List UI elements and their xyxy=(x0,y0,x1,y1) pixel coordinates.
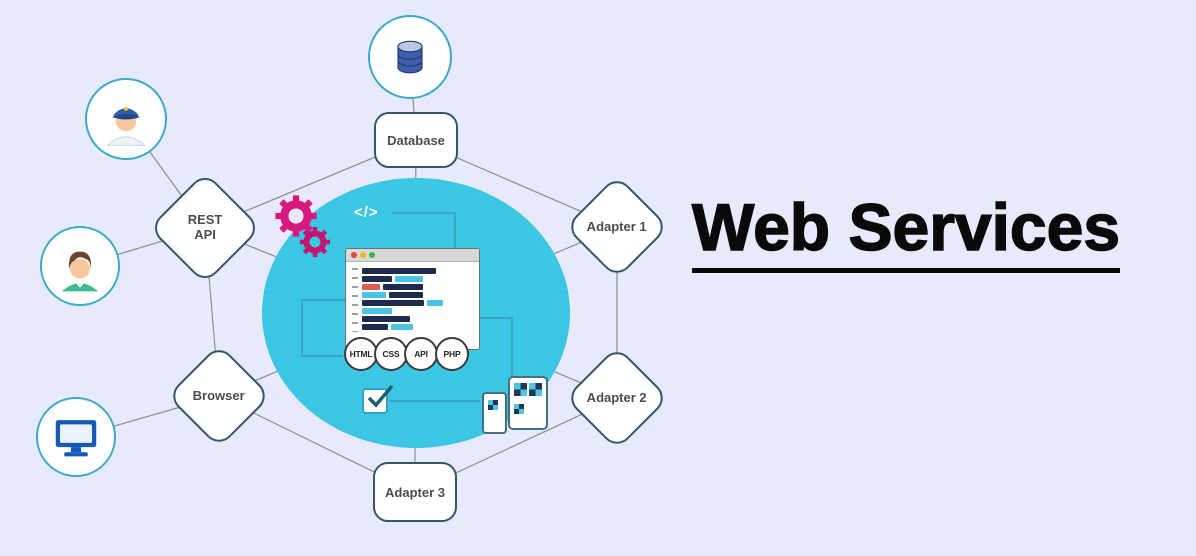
editor-body xyxy=(346,262,479,336)
node-database: Database xyxy=(374,112,458,168)
node-adapter-1-label: Adapter 1 xyxy=(587,218,647,234)
gear-icon xyxy=(275,195,317,237)
html-badge: HTML xyxy=(344,337,378,371)
user-circle xyxy=(40,226,120,306)
editor-gutter xyxy=(352,268,358,332)
html-badge-label: HTML xyxy=(349,349,373,359)
window-dot-red xyxy=(351,252,357,258)
phone-icon xyxy=(482,392,507,434)
php-badge-label: PHP xyxy=(443,349,461,359)
window-dot-yellow xyxy=(360,252,366,258)
api-badge: API xyxy=(404,337,438,371)
monitor-circle xyxy=(36,397,116,477)
php-badge: PHP xyxy=(435,337,469,371)
node-adapter-2-label: Adapter 2 xyxy=(587,389,647,405)
checkbox-icon xyxy=(362,384,394,414)
node-browser-label: Browser xyxy=(192,387,246,403)
node-database-label: Database xyxy=(387,132,445,148)
api-badge-label: API xyxy=(414,349,428,359)
gear-icon xyxy=(300,227,330,257)
page-title: Web Services xyxy=(691,191,1121,274)
css-badge-label: CSS xyxy=(382,349,400,359)
checkmark-icon xyxy=(367,384,394,408)
node-adapter-3-label: Adapter 3 xyxy=(385,484,445,500)
node-rest-api-label: REST API xyxy=(187,212,223,242)
qr-block xyxy=(488,400,498,410)
database-icon xyxy=(397,40,423,74)
person-avatar xyxy=(61,251,99,292)
code-lines xyxy=(362,266,473,332)
monitor-icon xyxy=(55,420,97,457)
gear-icon-large xyxy=(274,194,318,243)
tablet-icon xyxy=(508,376,548,430)
code-editor-window xyxy=(345,248,480,350)
window-dot-green xyxy=(369,252,375,258)
qr-block xyxy=(514,404,524,414)
code-icon: </> xyxy=(354,204,379,221)
qr-block xyxy=(529,383,542,396)
node-adapter-3: Adapter 3 xyxy=(373,462,457,522)
database-circle xyxy=(368,15,452,99)
qr-block xyxy=(514,383,527,396)
css-badge: CSS xyxy=(374,337,408,371)
gear-icon-small xyxy=(299,226,331,263)
editor-titlebar xyxy=(346,249,479,262)
police-officer-circle xyxy=(85,78,167,160)
police-officer-avatar xyxy=(106,106,146,146)
